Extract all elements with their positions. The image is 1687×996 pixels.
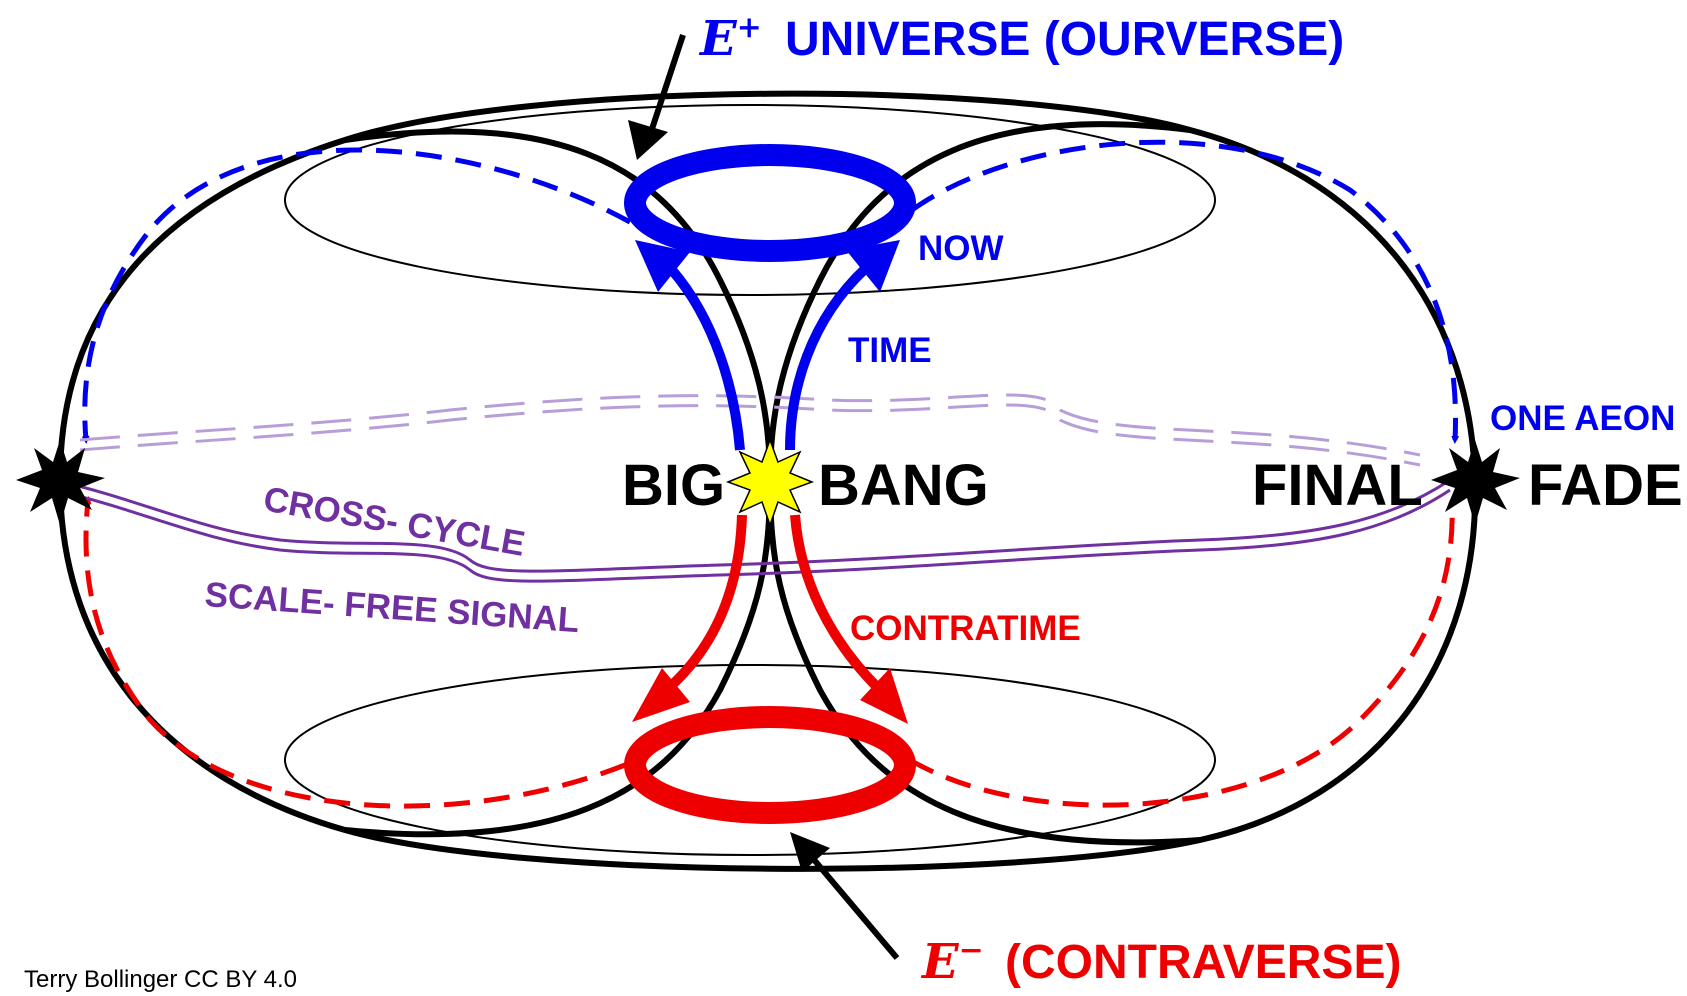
eplus-symbol: E+: [698, 10, 762, 67]
credit-text: Terry Bollinger CC BY 4.0: [24, 966, 297, 993]
time-arrows: [668, 264, 870, 451]
one-aeon-label: ONE AEON: [1490, 399, 1675, 438]
blue-dashed-aeon-path: [81, 139, 1460, 444]
torus-slice-ellipses: [284, 104, 1216, 856]
left-fade-starburst-icon: [16, 440, 105, 525]
contratime-arrows: [668, 514, 882, 692]
now-label: NOW: [918, 229, 1004, 268]
eplus-universe-ring: [624, 144, 916, 262]
faint-signal-line: [79, 393, 1421, 467]
contratime-arrowhead-left: [632, 668, 690, 722]
cross-cycle-signal-line: [61, 478, 1451, 583]
time-arrowhead-right: [846, 240, 900, 292]
time-arrowhead-left: [635, 240, 690, 292]
fade-label: FADE: [1528, 453, 1683, 518]
red-dashed-aeon-path: [83, 496, 1457, 809]
bang-label: BANG: [818, 453, 989, 518]
big-bang-starburst-icon: [725, 437, 815, 528]
eminus-contraverse-ring: [624, 706, 916, 824]
contratime-arrowhead-right: [860, 668, 908, 724]
eplus-pointer-arrow: [628, 34, 686, 160]
eminus-label: (CONTRAVERSE): [1005, 936, 1401, 989]
eminus-symbol: E−: [920, 933, 984, 990]
time-label: TIME: [848, 331, 932, 370]
final-label: FINAL: [1252, 453, 1423, 518]
eplus-label: UNIVERSE (OURVERSE): [785, 13, 1344, 66]
eminus-pointer-arrow: [790, 832, 900, 960]
scale-free-signal-label: SCALE- FREE SIGNAL: [203, 575, 580, 640]
big-label: BIG: [622, 453, 725, 518]
contratime-label: CONTRATIME: [850, 609, 1081, 648]
right-fade-starburst-icon: [1431, 440, 1520, 525]
